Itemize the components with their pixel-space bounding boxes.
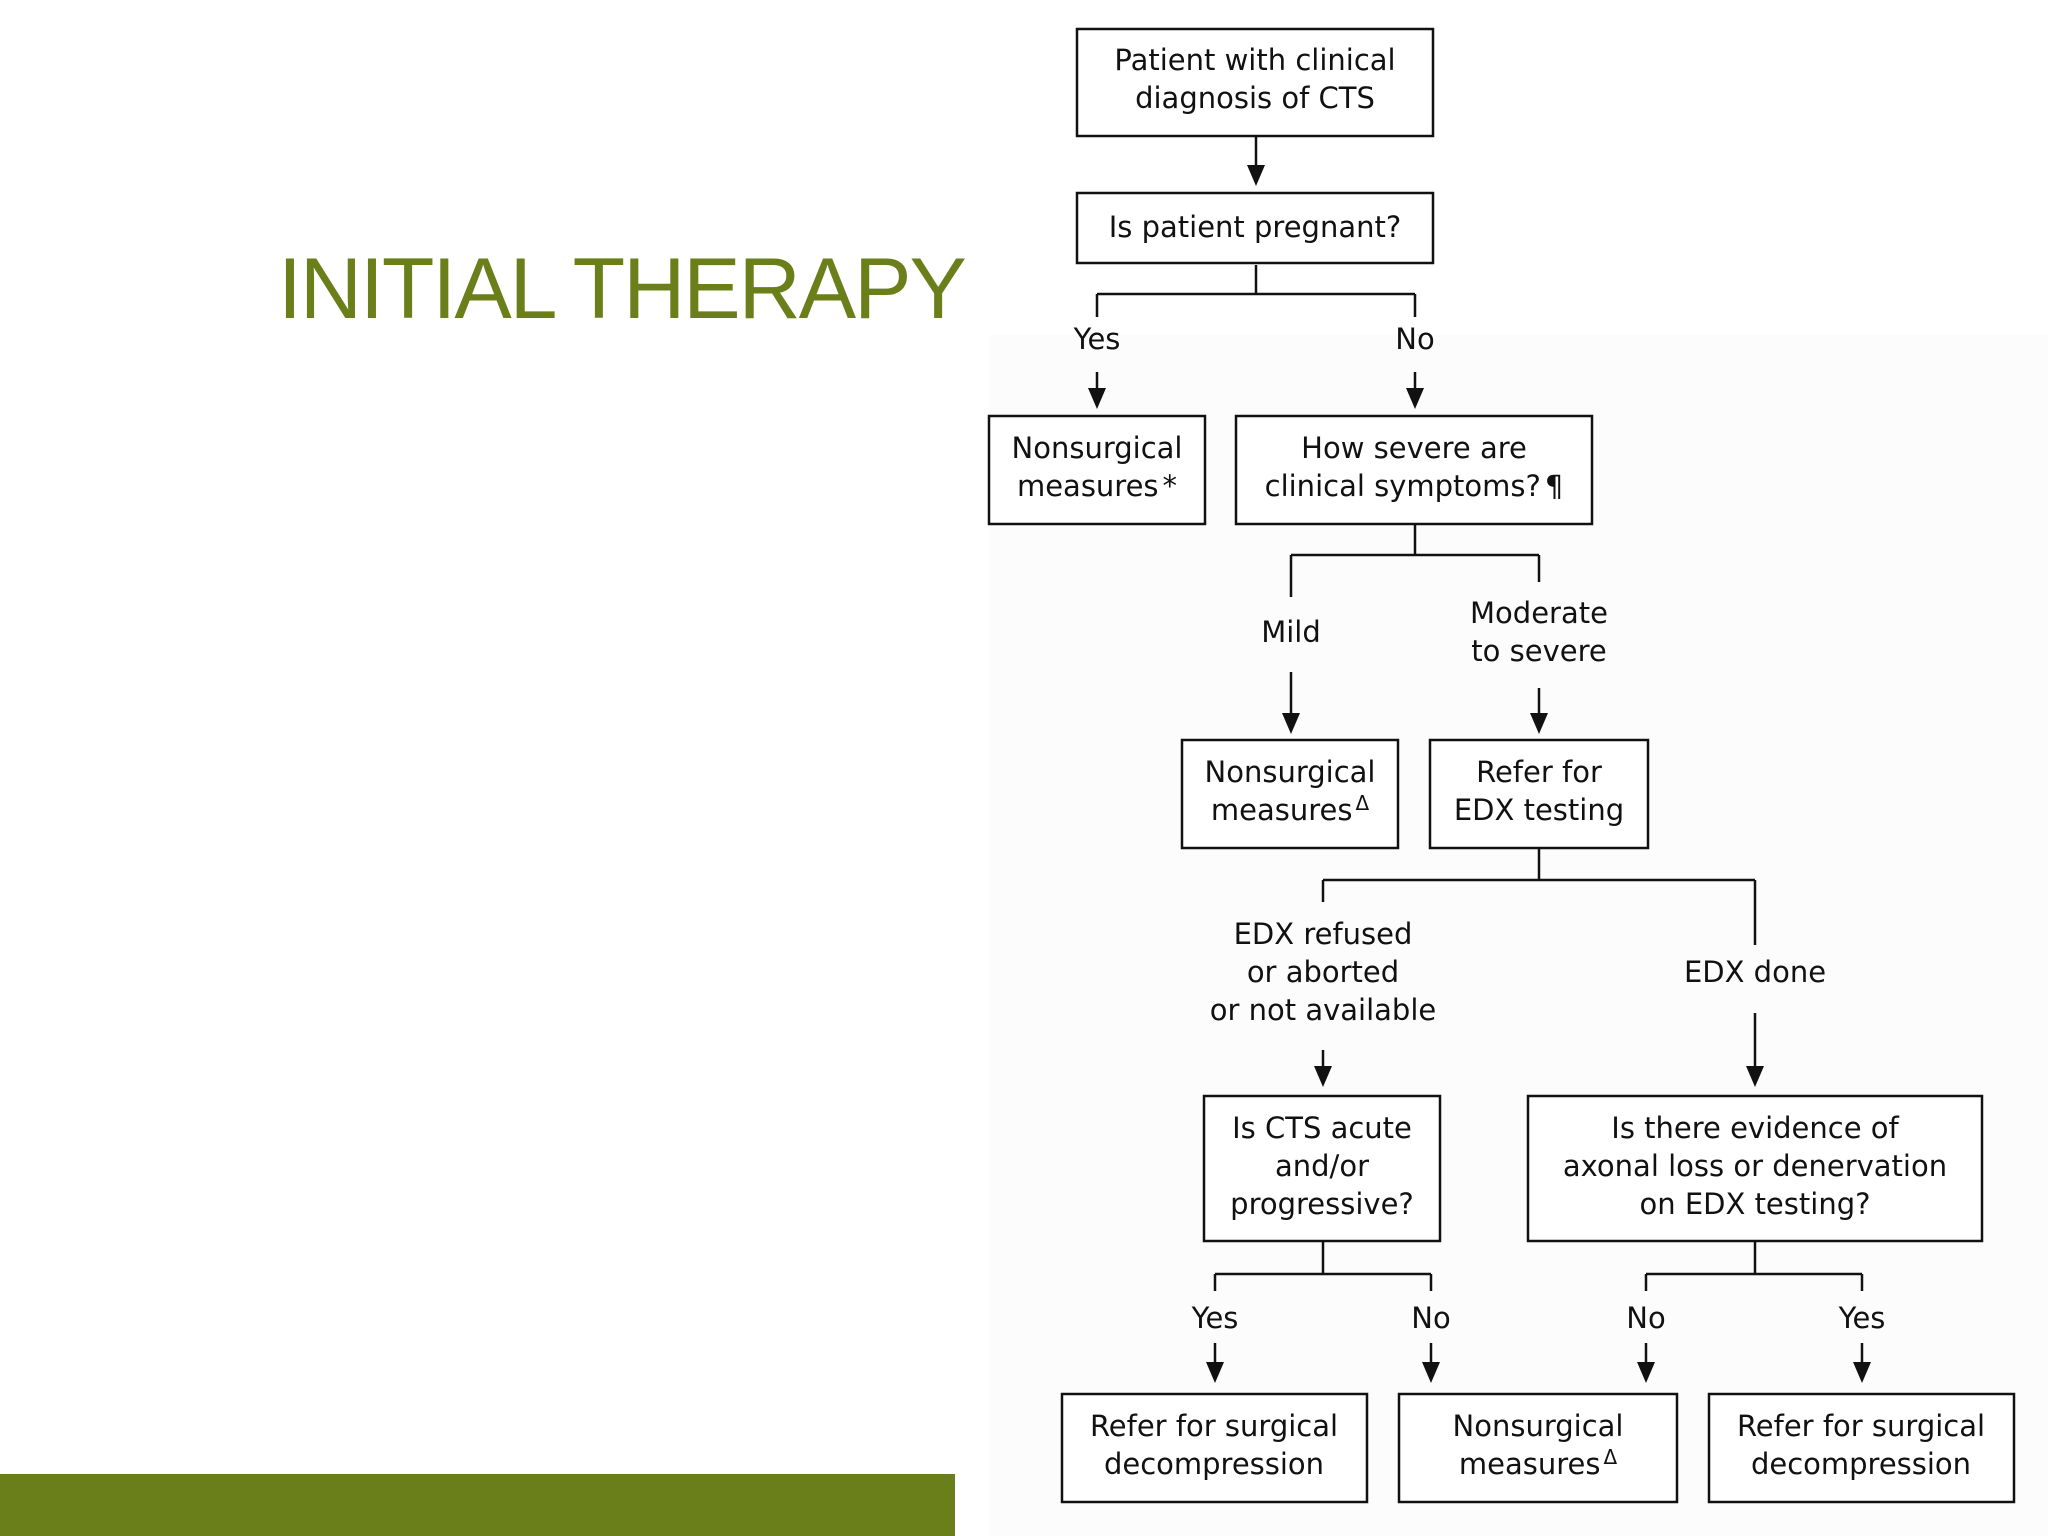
- label-no-pregnant: No: [1395, 322, 1434, 356]
- node-start: Patient with clinical diagnosis of CTS: [1075, 27, 1435, 138]
- connector-acute-branch: [1213, 1241, 1433, 1291]
- connector-axonal-branch: [1644, 1241, 1864, 1291]
- svg-text:clinical symptoms?¶: clinical symptoms?¶: [1265, 469, 1564, 503]
- svg-text:Nonsurgical: Nonsurgical: [1205, 755, 1376, 789]
- label-edx-refused-2: or aborted: [1247, 955, 1399, 989]
- label-mild: Mild: [1261, 615, 1321, 649]
- node-refer-edx: Refer for EDX testing: [1428, 738, 1650, 850]
- arrow-head: [1422, 1362, 1440, 1383]
- label-yes-pregnant: Yes: [1073, 322, 1121, 356]
- svg-text:axonal loss or denervation: axonal loss or denervation: [1563, 1149, 1947, 1183]
- label-moderate-1: Moderate: [1470, 596, 1608, 630]
- svg-text:EDX testing: EDX testing: [1454, 793, 1624, 827]
- node-is-cts-acute: Is CTS acute and/or progressive?: [1202, 1094, 1442, 1243]
- flowchart-connectors: [1088, 136, 1871, 1383]
- connector-severity-branch: [1289, 525, 1541, 597]
- node-surgery-right: Refer for surgical decompression: [1707, 1392, 2016, 1504]
- svg-text:Refer for: Refer for: [1476, 755, 1602, 789]
- svg-text:diagnosis of CTS: diagnosis of CTS: [1135, 81, 1375, 115]
- node-surgery-left: Refer for surgical decompression: [1060, 1392, 1369, 1504]
- accent-bar: [0, 1474, 955, 1536]
- svg-text:Nonsurgical: Nonsurgical: [1012, 431, 1183, 465]
- svg-text:Is patient pregnant?: Is patient pregnant?: [1109, 210, 1402, 244]
- node-severity: How severe are clinical symptoms?¶: [1234, 414, 1594, 526]
- label-no-acute: No: [1411, 1301, 1450, 1335]
- svg-text:measures*: measures*: [1017, 469, 1177, 503]
- svg-text:Is CTS acute: Is CTS acute: [1232, 1111, 1412, 1145]
- label-yes-acute: Yes: [1191, 1301, 1239, 1335]
- node-axonal-loss: Is there evidence of axonal loss or dene…: [1526, 1094, 1984, 1243]
- arrow-head: [1406, 388, 1424, 409]
- slide-title: INITIAL THERAPY: [278, 241, 967, 337]
- label-moderate-2: to severe: [1471, 634, 1606, 668]
- label-edx-refused-3: or not available: [1210, 993, 1437, 1027]
- svg-text:Nonsurgical: Nonsurgical: [1453, 1409, 1624, 1443]
- svg-text:Patient with clinical: Patient with clinical: [1114, 43, 1395, 77]
- svg-text:How severe are: How severe are: [1301, 431, 1527, 465]
- arrow-head: [1314, 1066, 1332, 1087]
- node-is-pregnant: Is patient pregnant?: [1075, 191, 1435, 265]
- svg-text:decompression: decompression: [1104, 1447, 1324, 1481]
- arrow-head: [1206, 1362, 1224, 1383]
- arrow-head: [1530, 713, 1548, 734]
- arrow-head: [1247, 165, 1265, 186]
- label-no-axonal: No: [1626, 1301, 1665, 1335]
- svg-text:on EDX testing?: on EDX testing?: [1639, 1187, 1870, 1221]
- label-edx-done: EDX done: [1684, 955, 1826, 989]
- label-edx-refused-1: EDX refused: [1234, 917, 1413, 951]
- svg-text:progressive?: progressive?: [1230, 1187, 1414, 1221]
- svg-text:Refer for surgical: Refer for surgical: [1090, 1409, 1338, 1443]
- arrow-head: [1088, 388, 1106, 409]
- connector-pregnant-branch: [1095, 265, 1417, 317]
- svg-text:Is there evidence of: Is there evidence of: [1611, 1111, 1899, 1145]
- flowchart-background: [990, 335, 2048, 1536]
- svg-text:Refer for surgical: Refer for surgical: [1737, 1409, 1985, 1443]
- node-nonsurgical-star: Nonsurgical measures*: [987, 414, 1207, 526]
- arrow-head: [1637, 1362, 1655, 1383]
- arrow-head: [1282, 713, 1300, 734]
- svg-text:and/or: and/or: [1275, 1149, 1369, 1183]
- arrow-head: [1746, 1066, 1764, 1087]
- arrow-head: [1853, 1362, 1871, 1383]
- label-yes-axonal: Yes: [1838, 1301, 1886, 1335]
- connector-edx-branch: [1321, 849, 1757, 945]
- svg-text:decompression: decompression: [1751, 1447, 1971, 1481]
